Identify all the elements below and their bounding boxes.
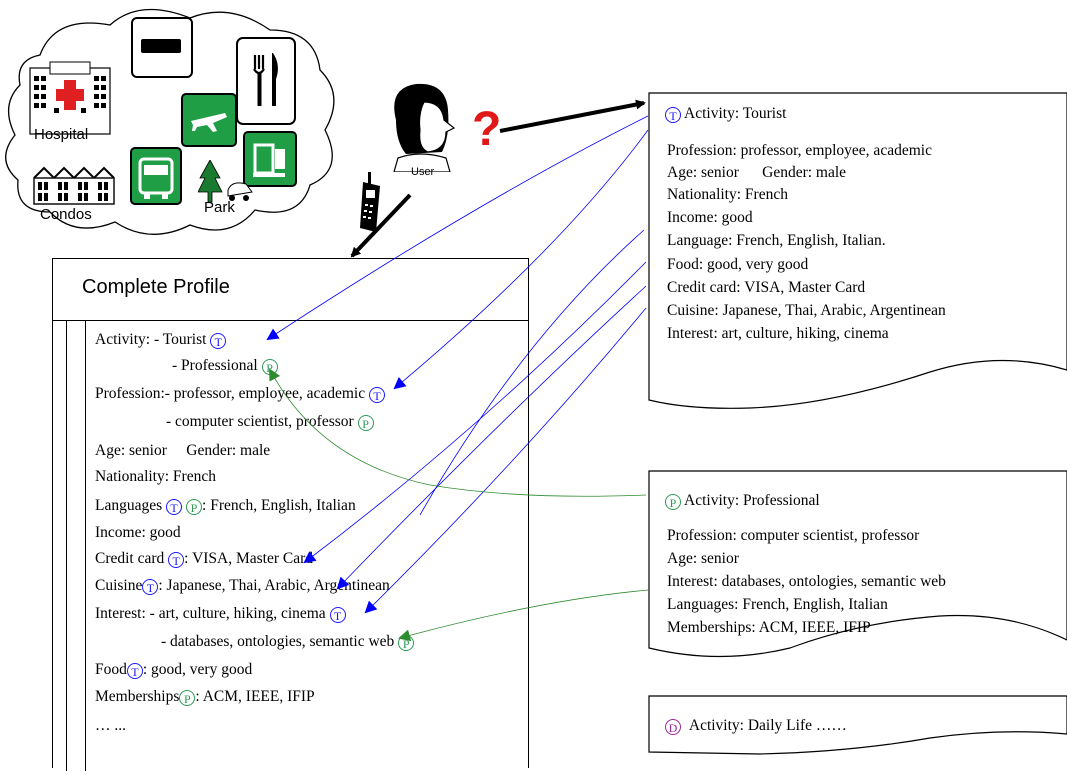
tourist-card-line: Cuisine: Japanese, Thai, Arabic, Argenti… [667,302,946,319]
profile-line: Income: good [95,525,181,541]
tourist-card-line: Food: good, very good [667,256,809,273]
daily-card-ellipsis: …… [815,717,847,734]
profile-line-text: Income: good [95,524,181,541]
airport-icon [181,93,237,147]
bus-icon [130,147,182,205]
profile-line-text: Languages [95,497,167,514]
profile-left-margin-line [66,321,67,771]
tourist-card-line: Credit card: VISA, Master Card [667,279,866,296]
professional-card-line: Age: senior [667,550,739,567]
condos-label: Condos [40,206,92,223]
profile-line-text: - databases, ontologies, semantic web [161,633,399,650]
profile-line: … ... [95,718,126,734]
hospital-label: Hospital [34,126,89,143]
tourist-card-title-row: T Activity: Tourist [665,106,786,123]
profile-line-text: … ... [95,717,126,734]
profile-title: Complete Profile [82,276,230,298]
profile-line-suffix: : good, very good [142,661,253,678]
professional-badge: P [179,690,196,706]
condos-icon [32,166,120,206]
tourist-badge: T [665,107,681,123]
profile-line-suffix: : ACM, IEEE, IFIP [195,688,315,705]
tourist-card-line: Age: senior Gender: male [667,164,847,181]
professional-badge: P [665,494,681,510]
profile-line-text: Interest: - art, culture, hiking, cinema [95,605,330,622]
tree-icon [197,159,258,210]
profile-line-text: Activity: - Tourist [95,331,211,348]
profile-line: Activity: - Tourist T [95,331,227,349]
profile-line: Credit card T: VISA, Master Card [95,551,313,568]
service-cloud: Hospital [0,0,345,240]
professional-card-line: Interest: databases, ontologies, semanti… [667,573,946,590]
profile-line: Interest: - art, culture, hiking, cinema… [95,606,346,623]
profile-line-text: Credit card [95,550,169,567]
professional-card-title: Activity: Professional [684,492,820,509]
park-label: Park [204,199,235,216]
profile-line-text: Memberships [95,688,180,705]
tourist-badge: T [142,579,159,595]
tourist-badge: T [168,552,185,568]
profile-line-text: Food [95,661,127,678]
professional-card-line: Profession: computer scientist, professo… [667,527,920,544]
professional-card-shape [648,470,1067,658]
tourist-card-line: Income: good [667,209,753,226]
profile-line: Nationality: French [95,469,216,485]
professional-badge: P [186,499,203,515]
tourist-card-line: Interest: art, culture, hiking, cinema [667,325,889,342]
profile-line: - databases, ontologies, semantic web P [161,633,415,651]
profile-line-text: Nationality: French [95,468,216,485]
professional-card-line: Memberships: ACM, IEEE, IFIP [667,619,871,636]
parking-icon [131,17,193,78]
profile-left-margin-line-2 [85,321,86,771]
tourist-badge: T [329,607,346,623]
profile-line-text: Age: senior Gender: male [95,442,271,459]
tourist-card-line: Language: French, English, Italian. [667,232,886,249]
tourist-card-line: Profession: professor, employee, academi… [667,142,932,159]
tourist-badge: T [210,333,227,349]
tourist-card-line: Nationality: French [667,186,788,203]
tourist-badge: T [126,663,143,679]
daily-badge: D [665,719,681,735]
hospital-icon [28,60,112,138]
professional-card-title-row: P Activity: Professional [665,493,820,510]
daily-card-title: Activity: Daily Life [688,717,812,734]
profile-line-text: - Professional [172,357,262,374]
tourist-card-title: Activity: Tourist [684,105,787,122]
tourist-card-shape [648,92,1067,409]
daily-card-shape [648,695,1067,755]
professional-card-line: Languages: French, English, Italian [667,596,888,613]
daily-card-title-row: D Activity: Daily Life …… [665,718,847,735]
tourist-badge: T [166,499,183,515]
profile-line: Age: senior Gender: male [95,443,270,459]
restaurant-icon [236,37,296,125]
profile-line-text: Cuisine [95,577,143,594]
